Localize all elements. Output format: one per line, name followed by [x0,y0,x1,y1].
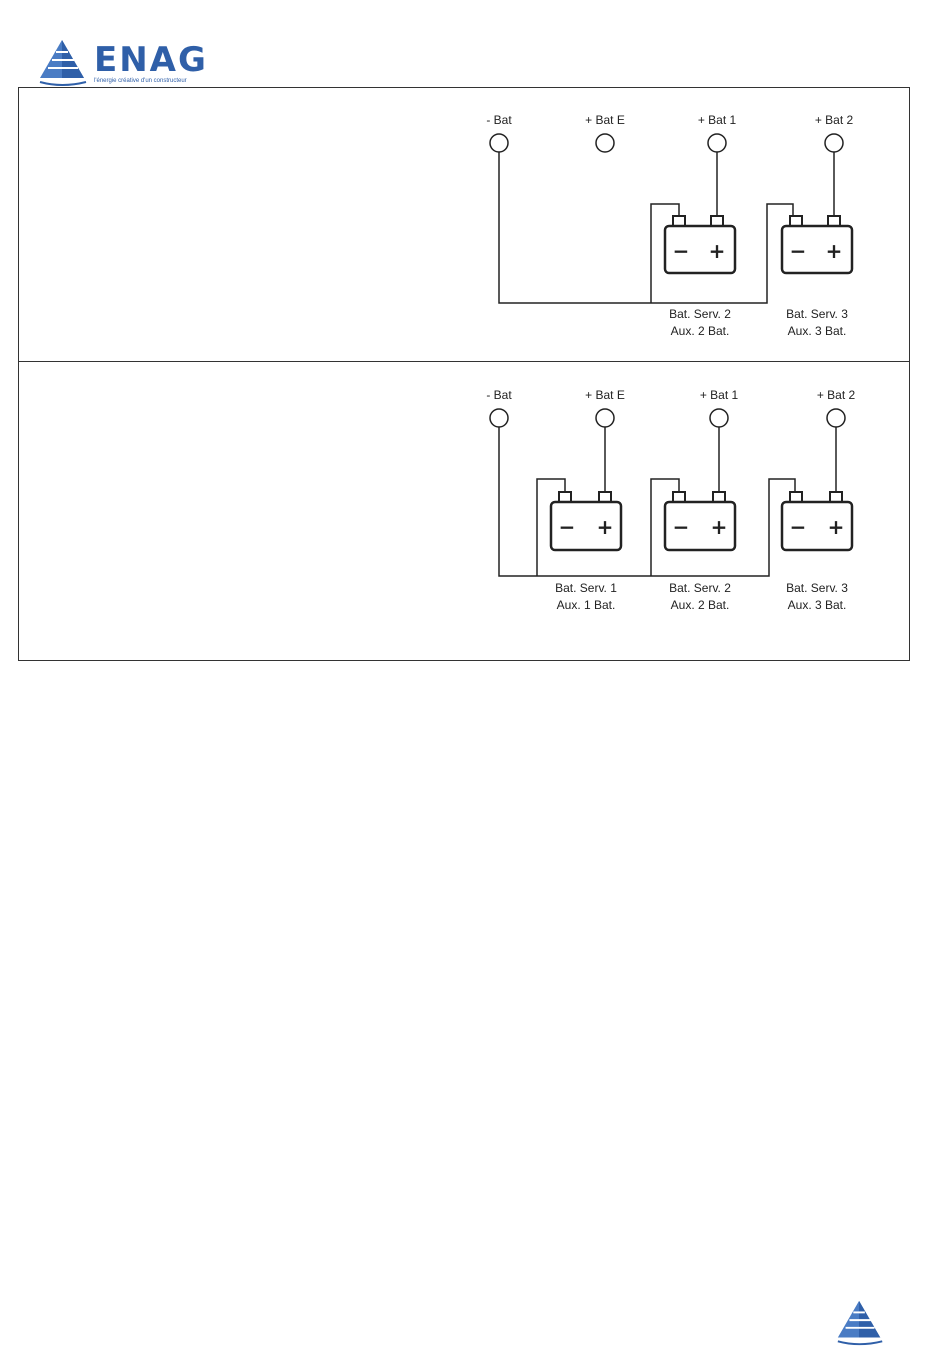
footer-sail-triangle-icon [834,1298,888,1348]
plus-sign: + [826,239,843,263]
minus-sign: − [559,515,576,539]
plus-sign: + [709,239,726,263]
terminal-label-bat-2: + Bat 2 [815,113,854,127]
battery-label-line2: Aux. 2 Bat. [671,324,730,338]
battery-label-line1: Bat. Serv. 3 [786,307,848,321]
terminal-label-bat-1: + Bat 1 [698,113,737,127]
battery-serv-3: − + [782,216,852,273]
terminal-label-bat-e: + Bat E [585,388,625,402]
battery-serv-2: − + [665,216,735,273]
terminal-bat-1 [710,409,728,427]
battery-serv-2: − + [665,492,735,550]
wiring-diagram-panel-1: - Bat + Bat E + Bat 1 + Bat 2 − + Bat. S… [18,87,910,362]
minus-sign: − [673,515,690,539]
battery-label-line2: Aux. 2 Bat. [671,598,730,612]
terminal-bat-2 [827,409,845,427]
terminal-label-bat-1: + Bat 1 [700,388,739,402]
minus-sign: − [673,239,690,263]
terminal-label-bat-2: + Bat 2 [817,388,856,402]
terminal-neg [490,409,508,427]
plus-sign: + [828,515,845,539]
terminal-bat-e [596,409,614,427]
battery-label-line1: Bat. Serv. 2 [669,307,731,321]
terminal-neg [490,134,508,152]
battery-label-line2: Aux. 1 Bat. [557,598,616,612]
plus-sign: + [597,515,614,539]
battery-label-line1: Bat. Serv. 2 [669,581,731,595]
terminal-bat-1 [708,134,726,152]
battery-label-line2: Aux. 3 Bat. [788,598,847,612]
battery-label-line2: Aux. 3 Bat. [788,324,847,338]
enag-logo: ENAG l'énergie créative d'un constructeu… [36,38,216,88]
terminal-label-neg: - Bat [486,388,512,402]
brand-tagline: l'énergie créative d'un constructeur [94,78,187,84]
battery-label-line1: Bat. Serv. 1 [555,581,617,595]
brand-name: ENAG [94,40,208,80]
wiring-diagram-1: - Bat + Bat E + Bat 1 + Bat 2 − + Bat. S… [19,88,909,361]
battery-serv-3: − + [782,492,852,550]
minus-sign: − [790,239,807,263]
terminal-label-neg: - Bat [486,113,512,127]
wiring-diagram-panel-2: - Bat + Bat E + Bat 1 + Bat 2 − + Bat. S… [18,361,910,661]
wiring-diagram-2: - Bat + Bat E + Bat 1 + Bat 2 − + Bat. S… [19,362,909,660]
sail-triangle-icon [36,38,92,88]
terminal-bat-e [596,134,614,152]
terminal-label-bat-e: + Bat E [585,113,625,127]
battery-serv-1: − + [551,492,621,550]
terminal-bat-2 [825,134,843,152]
battery-label-line1: Bat. Serv. 3 [786,581,848,595]
minus-sign: − [790,515,807,539]
plus-sign: + [711,515,728,539]
